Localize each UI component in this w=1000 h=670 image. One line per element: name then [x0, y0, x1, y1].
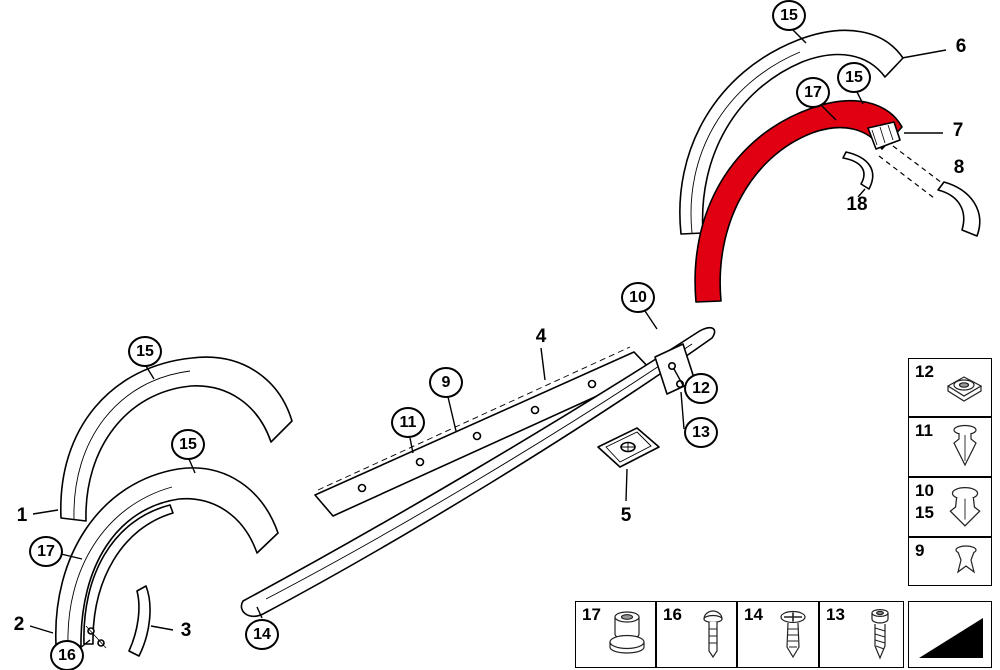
part-label-7[interactable]: 7	[952, 120, 964, 141]
legend-label-11: 11	[915, 421, 933, 440]
support-bracket[interactable]	[597, 427, 660, 468]
callout-15-left-lower[interactable]: 15	[171, 429, 205, 460]
alignment-dashes	[878, 145, 947, 199]
callout-11[interactable]: 11	[391, 407, 425, 438]
part-label-3[interactable]: 3	[180, 620, 192, 641]
end-clips	[85, 625, 107, 649]
arch-end-piece[interactable]	[937, 181, 981, 237]
leader-lines	[29, 29, 947, 650]
callout-15-top[interactable]: 15	[772, 0, 806, 31]
legend-box-13[interactable]: 13	[819, 601, 904, 668]
sill-carrier[interactable]	[314, 346, 653, 517]
callout-16[interactable]: 16	[50, 640, 84, 670]
tapping-screw-icon	[871, 608, 889, 660]
legend-label-17: 17	[582, 605, 601, 624]
legend-label-14: 14	[744, 605, 763, 624]
legend-box-11[interactable]: 11	[908, 417, 992, 477]
callout-10[interactable]: 10	[621, 282, 655, 313]
part-label-8[interactable]: 8	[953, 157, 965, 178]
arch-mounting-bracket	[867, 121, 901, 150]
part-label-6[interactable]: 6	[955, 36, 967, 57]
legend-box-9[interactable]: 9	[908, 537, 992, 586]
flanged-nut-icon	[609, 610, 645, 654]
legend-label-13: 13	[826, 605, 845, 624]
wheel-arch-trim-left-lower[interactable]	[55, 467, 279, 647]
wheel-arch-trim-highlighted[interactable]	[694, 99, 903, 303]
callout-14[interactable]: 14	[245, 619, 279, 650]
callout-15-left-upper[interactable]: 15	[128, 336, 162, 367]
part-label-5[interactable]: 5	[620, 505, 632, 526]
legend-label-10: 10	[915, 481, 934, 500]
legend-label-16: 16	[663, 605, 682, 624]
legend-label-12: 12	[915, 362, 934, 381]
legend-box-16[interactable]: 16	[656, 601, 737, 668]
callout-17-left[interactable]: 17	[29, 536, 63, 567]
expansion-rivet-icon	[780, 610, 806, 658]
legend-box-10-15[interactable]: 10 15	[908, 477, 992, 537]
retaining-hook[interactable]	[842, 151, 874, 190]
retaining-clip-icon	[949, 487, 981, 527]
legend-box-14[interactable]: 14	[737, 601, 819, 668]
trim-blade[interactable]	[128, 585, 151, 657]
grommet-nut-icon	[946, 375, 983, 402]
legend-box-17[interactable]: 17	[575, 601, 656, 668]
spring-clip-icon	[955, 544, 977, 573]
legend-label-15: 15	[915, 503, 934, 522]
part-label-18[interactable]: 18	[846, 194, 868, 215]
part-label-2[interactable]: 2	[13, 614, 25, 635]
expanding-rivet-icon	[953, 424, 977, 467]
legend-box-12[interactable]: 12	[908, 358, 992, 417]
callout-12[interactable]: 12	[684, 373, 718, 404]
callout-9[interactable]: 9	[429, 367, 463, 398]
direction-arrow-icon	[919, 618, 983, 658]
sill-cover[interactable]	[240, 326, 716, 618]
part-label-4[interactable]: 4	[535, 326, 547, 347]
blind-rivet-icon	[703, 609, 723, 658]
wheel-arch-trim-left-upper[interactable]	[60, 356, 293, 522]
legend-label-9: 9	[915, 541, 925, 560]
callout-13[interactable]: 13	[684, 417, 718, 448]
part-label-1[interactable]: 1	[16, 505, 28, 526]
direction-arrow-box[interactable]	[908, 601, 992, 668]
callout-15-arch[interactable]: 15	[837, 62, 871, 93]
callout-17-arch[interactable]: 17	[796, 77, 830, 108]
